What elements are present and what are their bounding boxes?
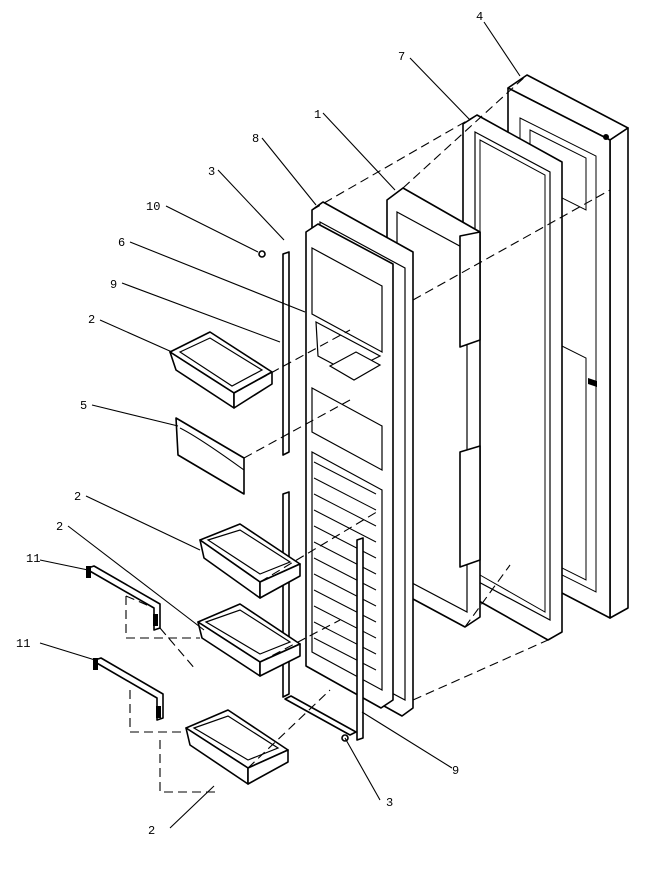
callout-2-a: 2 — [88, 313, 95, 327]
leader-lines — [39, 21, 521, 829]
shelf-ribs — [313, 461, 377, 671]
callout-5: 5 — [80, 399, 87, 413]
door-bin-bottom — [185, 709, 289, 785]
callout-11-b: 11 — [16, 637, 30, 651]
callout-10: 10 — [146, 200, 160, 214]
callout-9-bottom: 9 — [452, 764, 459, 778]
door-bin-upper — [169, 331, 273, 409]
callout-7: 7 — [398, 50, 405, 64]
callout-8: 8 — [252, 132, 259, 146]
door-inner-shell — [305, 223, 394, 709]
callout-11-a: 11 — [26, 552, 40, 566]
door-bin-lower — [197, 603, 301, 677]
alignment-lines — [125, 74, 611, 793]
callout-3-bottom: 3 — [386, 796, 393, 810]
callout-6: 6 — [118, 236, 125, 250]
callout-4: 4 — [476, 10, 483, 24]
door-bin-dairy-door — [175, 417, 245, 495]
bin-retainer-rod-upper — [86, 565, 161, 631]
callout-1: 1 — [314, 108, 321, 122]
callout-2-b: 2 — [74, 490, 81, 504]
door-bin-middle — [199, 523, 301, 599]
door-gasket — [462, 114, 563, 641]
screw-part — [258, 250, 266, 258]
callout-labels: 4 7 1 8 3 10 6 9 2 5 2 2 11 11 2 3 9 — [16, 10, 483, 838]
callout-3-top: 3 — [208, 165, 215, 179]
callout-2-c: 2 — [56, 520, 63, 534]
callout-9-top: 9 — [110, 278, 117, 292]
bin-retainer-rod-lower — [93, 657, 164, 721]
callout-2-d: 2 — [148, 824, 155, 838]
